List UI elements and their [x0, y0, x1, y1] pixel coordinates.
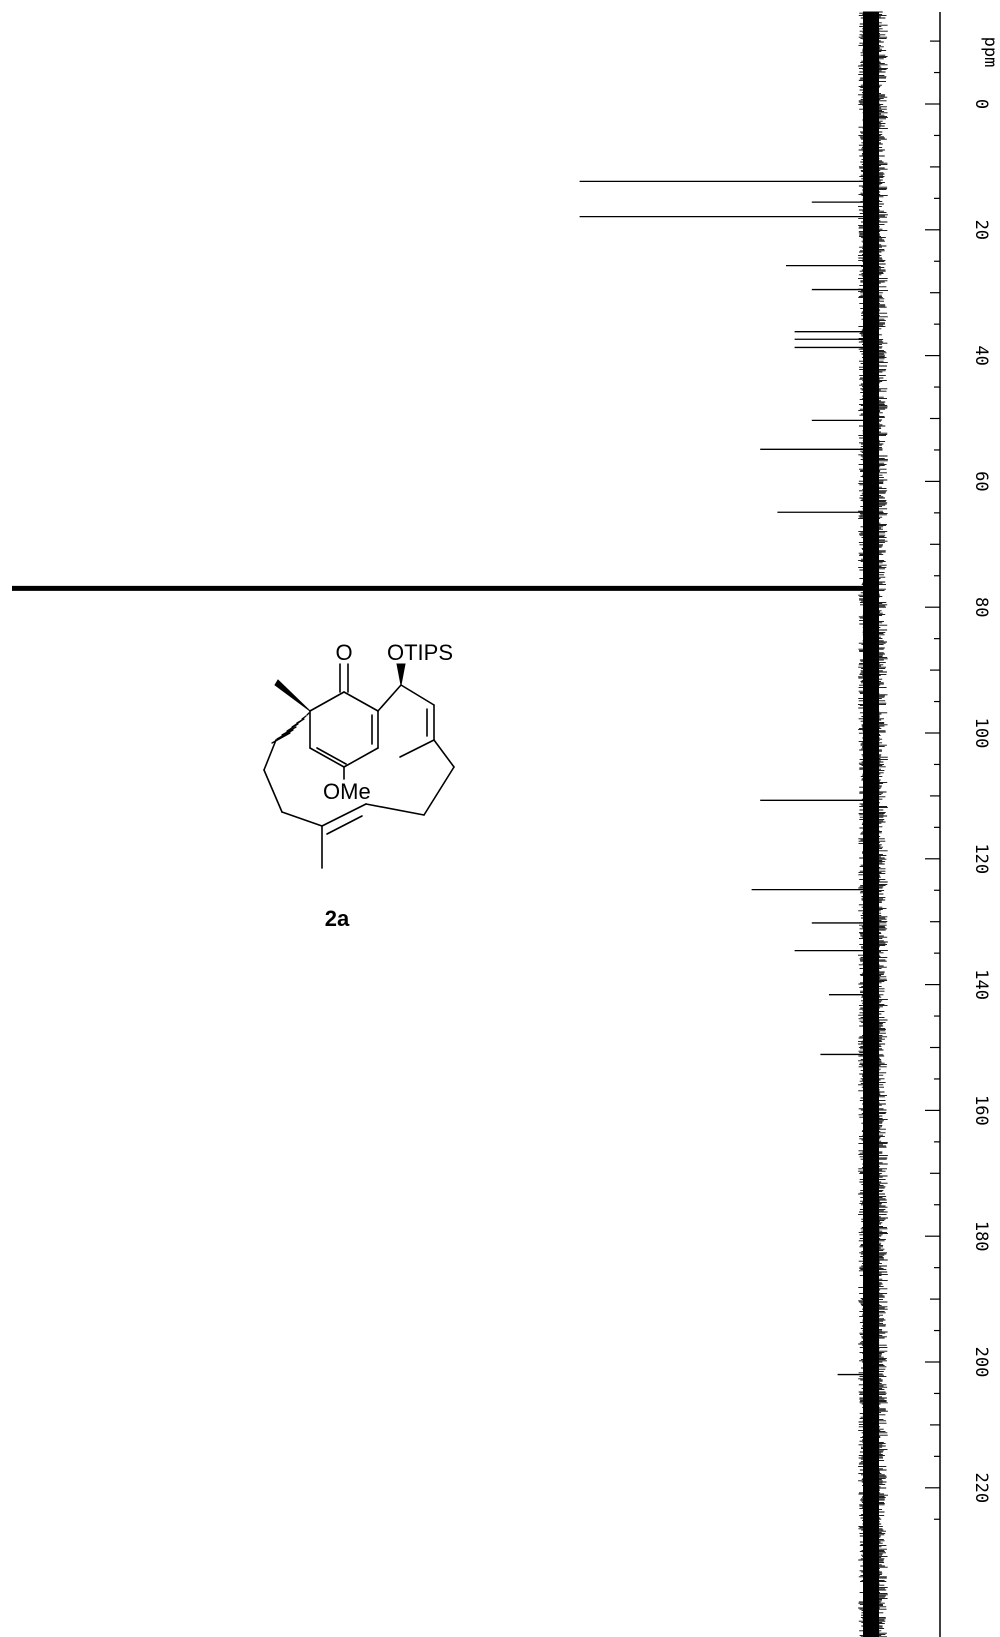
axis-ticks: 0 20 40 60 80 100 120 140 160 180 200 220: [925, 40, 991, 1520]
tick-label-40: 40: [971, 345, 991, 365]
tick-label-140: 140: [971, 969, 991, 1000]
tick-label-80: 80: [971, 597, 991, 617]
noise-core: [863, 12, 879, 1637]
hashed-bond: [271, 712, 310, 744]
tick-label-220: 220: [971, 1472, 991, 1503]
ppm-axis: 0 20 40 60 80 100 120 140 160 180 200 220 ppm: [925, 12, 1000, 1637]
tick-label-200: 200: [971, 1347, 991, 1378]
ome-label: OMe: [323, 779, 371, 804]
spectrum-peaks: [12, 180, 872, 1376]
carbonyl-oxygen-label: O: [335, 640, 352, 665]
tick-label-60: 60: [971, 471, 991, 491]
tick-label-160: 160: [971, 1095, 991, 1126]
tick-label-0: 0: [971, 99, 991, 109]
chemical-structure: [263, 663, 455, 869]
otips-label: OTIPS: [387, 640, 453, 665]
tick-label-100: 100: [971, 718, 991, 749]
compound-label: 2a: [325, 906, 350, 931]
tick-label-120: 120: [971, 843, 991, 874]
tick-label-20: 20: [971, 220, 991, 240]
tick-label-180: 180: [971, 1221, 991, 1252]
axis-unit-label: ppm: [980, 37, 1000, 68]
baseline-noise: [858, 11, 888, 1637]
